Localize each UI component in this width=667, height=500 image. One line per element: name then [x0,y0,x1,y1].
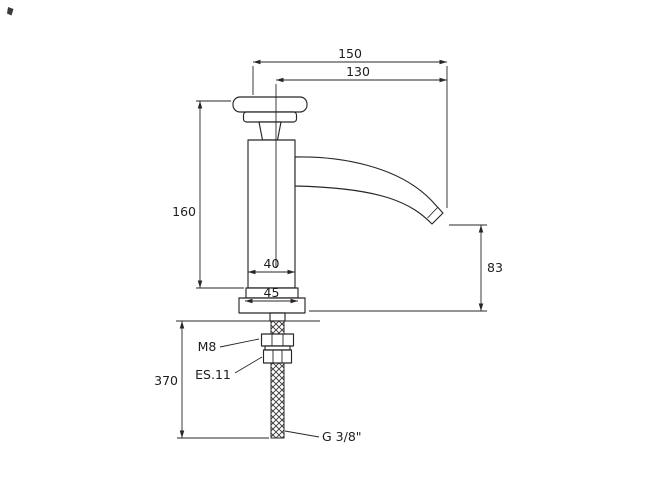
dim-body-width: 40 [248,256,295,275]
faucet-body [247,139,296,289]
annotation-fixing-nut: M8 [198,338,260,354]
base-plate [238,297,306,314]
overall-reach-label: 150 [338,46,362,61]
washer [264,345,291,351]
body-height-label: 160 [172,204,196,219]
base-shank [269,312,286,322]
handle-top-disk [232,96,308,113]
annotation-inlet-thread: G 3/8" [284,429,362,444]
fixing-nut [260,333,295,347]
dim-base-width: 45 [245,285,298,304]
handle-stem [258,121,282,141]
dim-spout-height: 83 [309,224,503,312]
dim-spout-reach: 130 [276,64,447,83]
dim-body-height: 160 [172,100,244,289]
dim-overall-reach: 150 [252,46,448,208]
inlet-thread-label: G 3/8" [322,429,362,444]
dim-below-deck-length: 370 [154,321,269,439]
corner-artifact [7,7,14,16]
spout-height-label: 83 [487,260,503,275]
hex-size-label: ES.11 [195,367,231,382]
faucet-outline [176,96,444,439]
fixing-nut-label: M8 [198,339,217,354]
annotation-hex-size: ES.11 [195,356,263,382]
hex-adapter [262,349,293,364]
below-deck-length-label: 370 [154,373,178,388]
handle-collar [242,111,298,123]
faucet-spout [294,156,444,225]
spout-reach-label: 130 [346,64,370,79]
spout-outlet-rim [427,206,439,219]
base-width-label: 45 [264,285,280,300]
body-width-label: 40 [264,256,280,271]
